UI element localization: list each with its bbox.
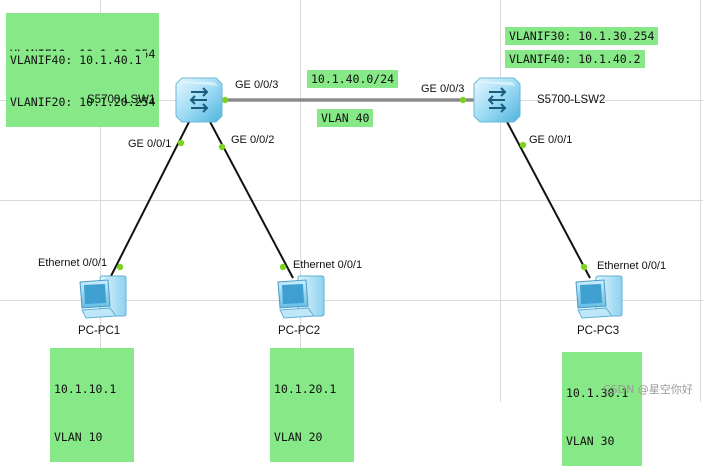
grid-line [300, 0, 301, 402]
pc3-ip-text: 10.1.30.1 [566, 386, 629, 400]
port-dot [218, 143, 226, 151]
switch-lsw2-icon[interactable] [473, 77, 521, 123]
lsw2-name-label: S5700-LSW2 [537, 94, 606, 106]
port-dot [116, 263, 124, 271]
grid-line [100, 0, 101, 402]
trunk-subnet-note: 10.1.40.0/24 [307, 70, 399, 88]
lsw1-vlanif-note: VLANIF10: 10.1.10.254 VLANIF20: 10.1.20.… [6, 13, 160, 127]
lsw1-vlanif40-note: VLANIF40: 10.1.40.1 [6, 51, 146, 69]
port-dot [279, 263, 287, 271]
pc3-note: 10.1.30.1 VLAN 30 [562, 352, 643, 466]
lsw2-vlanif30-note: VLANIF30: 10.1.30.254 [505, 27, 659, 45]
lsw1-ge003-label: GE 0/0/3 [235, 79, 279, 91]
watermark: CSDN @星空你好 [603, 383, 693, 396]
port-dot [519, 141, 527, 149]
port-dot [580, 263, 588, 271]
pc2-vlan-text: VLAN 20 [274, 430, 323, 444]
lsw1-name-label: S5700-LSW1 [87, 94, 156, 106]
port-dot [221, 96, 229, 104]
lsw2-vlanif40-note: VLANIF40: 10.1.40.2 [505, 50, 645, 68]
pc3-vlan-text: VLAN 30 [566, 434, 615, 448]
pc3-name-label: PC-PC3 [577, 325, 620, 337]
grid-line [0, 300, 703, 301]
port-dot [177, 139, 185, 147]
lsw2-ge003-label: GE 0/0/3 [421, 83, 465, 95]
lsw2-ge001-label: GE 0/0/1 [529, 134, 573, 146]
pc1-name-label: PC-PC1 [78, 325, 121, 337]
port-dot [459, 96, 467, 104]
lsw1-ge001-label: GE 0/0/1 [128, 138, 172, 150]
grid-line [700, 0, 701, 402]
trunk-vlan-note: VLAN 40 [317, 109, 374, 127]
pc2-icon[interactable] [277, 275, 325, 319]
pc2-port-label: Ethernet 0/0/1 [293, 259, 363, 271]
pc2-note: 10.1.20.1 VLAN 20 [270, 348, 355, 462]
pc1-vlan-text: VLAN 10 [54, 430, 103, 444]
lsw1-ge002-label: GE 0/0/2 [231, 134, 275, 146]
pc3-icon[interactable] [575, 275, 623, 319]
pc1-note: 10.1.10.1 VLAN 10 [50, 348, 135, 462]
grid-line [500, 0, 501, 402]
link-lsw2-pc3[interactable] [504, 117, 591, 279]
lsw1-vlanif20-text: VLANIF20: 10.1.20.254 [10, 95, 156, 109]
link-lsw1-pc1[interactable] [109, 117, 192, 279]
pc3-port-label: Ethernet 0/0/1 [597, 260, 667, 272]
switch-lsw1-icon[interactable] [175, 77, 223, 123]
pc2-ip-text: 10.1.20.1 [274, 382, 337, 396]
pc1-icon[interactable] [79, 275, 127, 319]
pc1-port-label: Ethernet 0/0/1 [38, 257, 108, 269]
pc1-ip-text: 10.1.10.1 [54, 382, 117, 396]
pc2-name-label: PC-PC2 [278, 325, 321, 337]
topology-canvas [79, 77, 623, 319]
grid-line [0, 200, 703, 201]
